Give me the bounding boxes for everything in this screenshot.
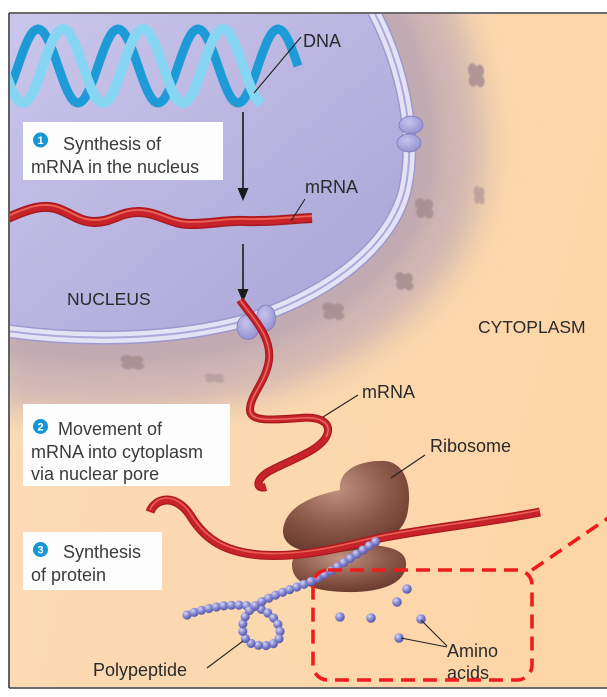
polypeptide-bead <box>273 619 283 629</box>
er-cluster <box>473 186 485 205</box>
step-2-callout: 2 Movement of mRNA into cytoplasm via nu… <box>23 404 230 486</box>
polypeptide-bead <box>292 582 302 592</box>
polypeptide-bead <box>189 607 199 618</box>
polypeptide-bead <box>226 600 236 610</box>
step-3-badge <box>33 542 48 557</box>
polypeptide-bead <box>196 605 206 615</box>
amino-acid-leader-line <box>400 637 448 648</box>
nucleus-region-label: NUCLEUS <box>67 289 151 309</box>
step-1-number: 1 <box>37 135 43 147</box>
dna-double-helix <box>10 24 303 108</box>
step-3-text-line-1: Synthesis <box>63 542 141 562</box>
amino-acid <box>394 633 404 643</box>
amino-acid <box>366 613 376 623</box>
amino-acids-label-line-2: acids <box>447 663 489 683</box>
polypeptide-bead <box>253 640 263 650</box>
amino-acids-label-line-1: Amino <box>447 641 498 661</box>
dna-label: DNA <box>303 31 341 51</box>
polypeptide-chain <box>182 537 381 651</box>
dna-strand-light <box>10 24 265 108</box>
polypeptide-bead <box>285 585 295 595</box>
step-3-box <box>23 532 162 590</box>
nuclear-envelope <box>10 14 417 345</box>
step-2-box <box>23 404 230 486</box>
er-cluster <box>322 302 345 321</box>
er-cluster <box>415 198 434 219</box>
amino-acid <box>416 614 426 624</box>
step-1-box <box>23 122 223 180</box>
ribosome-large-subunit <box>282 460 410 553</box>
polypeptide-bead <box>268 639 278 649</box>
polypeptide-bead <box>238 626 248 637</box>
ribosome-label: Ribosome <box>430 436 511 456</box>
polypeptide-bead <box>238 619 248 629</box>
step-2-text-line-2: mRNA into cytoplasm <box>31 442 203 462</box>
er-cluster <box>120 354 145 370</box>
polypeptide-bead <box>219 601 229 611</box>
polypeptide-bead <box>275 626 285 637</box>
mrna-strand-nucleus <box>10 201 313 230</box>
polypeptide-bead <box>240 633 250 644</box>
highlight-callout <box>311 516 607 682</box>
leader-lines <box>206 36 448 669</box>
arrow-transcription <box>237 112 249 201</box>
er-cluster <box>395 272 414 291</box>
polypeptide-bead <box>182 610 192 620</box>
polypeptide-bead <box>234 600 244 610</box>
step-2-number: 2 <box>37 422 43 434</box>
polypeptide-bead <box>204 603 214 614</box>
mrna-nucleus-leader-line <box>290 198 306 222</box>
polypeptide-bead <box>270 590 281 600</box>
nuclear-pore <box>396 115 424 153</box>
polypeptide-leader-line <box>206 640 244 669</box>
polypeptide-bead <box>264 593 274 603</box>
step-2-badge <box>33 419 48 434</box>
polypeptide-bead <box>306 576 316 587</box>
er-cluster <box>467 63 485 88</box>
mrna-cytoplasm-leader-line <box>322 394 359 418</box>
step-1-text-line-1: Synthesis of <box>63 134 162 154</box>
arrow-export <box>237 244 249 302</box>
dna-leader-line <box>253 36 302 94</box>
polypeptide-bead <box>257 597 267 607</box>
mrna-strand-cytoplasm <box>236 297 332 492</box>
step-1-badge <box>33 132 48 148</box>
amino-acid-leader-line <box>420 619 448 647</box>
step-3-number: 3 <box>37 545 43 557</box>
polypeptide-bead <box>278 587 288 597</box>
polypeptide-bead <box>371 537 381 547</box>
polypeptide-bead <box>261 640 271 651</box>
step-2-text-line-3: via nuclear pore <box>31 464 159 484</box>
step-3-text-line-2: of protein <box>31 565 106 585</box>
polypeptide-label: Polypeptide <box>93 660 187 680</box>
ribosome-leader-line <box>390 454 426 479</box>
polypeptide-bead <box>299 579 309 589</box>
mrna-cytoplasm-label: mRNA <box>362 382 415 402</box>
highlight-box <box>311 568 534 682</box>
step-1-callout: 1 Synthesis of mRNA in the nucleus <box>23 122 223 180</box>
cytoplasm-region-label: CYTOPLASM <box>478 317 586 337</box>
highlight-connector-line <box>530 516 607 572</box>
er-cluster <box>204 373 225 383</box>
amino-acids <box>335 584 426 643</box>
amino-acid <box>335 612 345 622</box>
mrna-strand-translation <box>145 495 541 560</box>
polypeptide-bead <box>211 602 221 612</box>
step-1-text-line-2: mRNA in the nucleus <box>31 157 199 177</box>
figure-frame <box>8 12 607 689</box>
step-3-callout: 3 Synthesis of protein <box>23 532 162 590</box>
amino-acid <box>392 597 402 607</box>
step-2-text-line-1: Movement of <box>58 419 163 439</box>
mrna-nucleus-label: mRNA <box>305 177 358 197</box>
amino-acid <box>402 584 412 594</box>
